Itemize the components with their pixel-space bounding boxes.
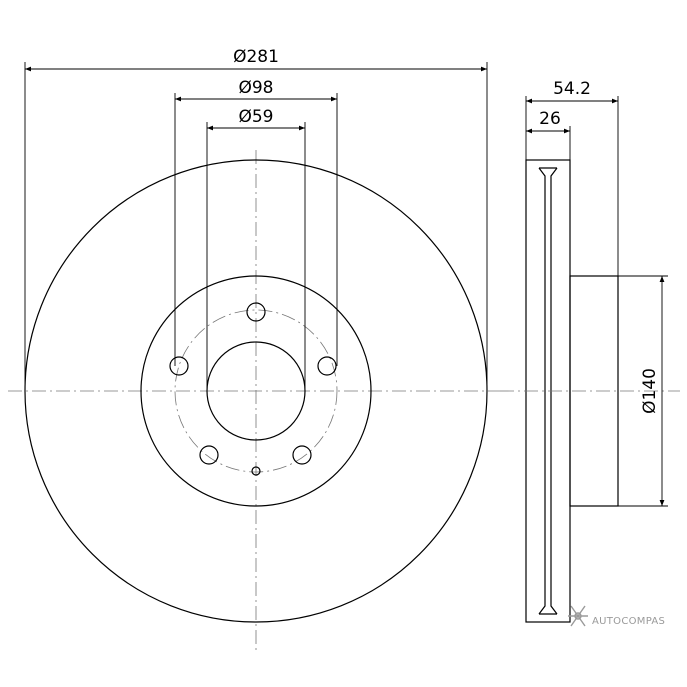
front-view xyxy=(8,150,500,650)
hat-diameter-label: Ø140 xyxy=(640,368,660,414)
locating-pin-hole xyxy=(251,466,261,476)
hat-diameter-dimension: Ø140 xyxy=(618,275,668,507)
total-height-dimension: 54.2 xyxy=(525,79,619,276)
side-view xyxy=(500,159,680,623)
total-height-label: 54.2 xyxy=(553,79,591,99)
hat-outline xyxy=(140,275,372,507)
center-bore-label: Ø59 xyxy=(238,107,273,127)
hat-section xyxy=(569,275,619,507)
bolt-hole xyxy=(317,356,337,376)
watermark-text: AUTOCOMPAS xyxy=(592,616,665,627)
autocompas-logo-icon xyxy=(568,605,588,627)
watermark: AUTOCOMPAS xyxy=(568,605,665,627)
vent-channel-left xyxy=(538,167,546,615)
bolt-hole xyxy=(199,445,219,465)
bolt-circle-line xyxy=(174,309,338,473)
bolt-hole xyxy=(292,445,312,465)
bolt-hole xyxy=(169,356,189,376)
bolt-circle-label: Ø98 xyxy=(238,78,273,98)
bolt-hole xyxy=(246,302,266,322)
disc-thickness-label: 26 xyxy=(539,109,561,129)
outer-diameter-label: Ø281 xyxy=(233,47,279,67)
bolt-circle-dimension: Ø98 xyxy=(174,78,338,366)
disc-thickness-dimension: 26 xyxy=(526,109,571,160)
outer-diameter-dimension: Ø281 xyxy=(24,47,488,391)
center-bore-dimension: Ø59 xyxy=(206,107,306,391)
